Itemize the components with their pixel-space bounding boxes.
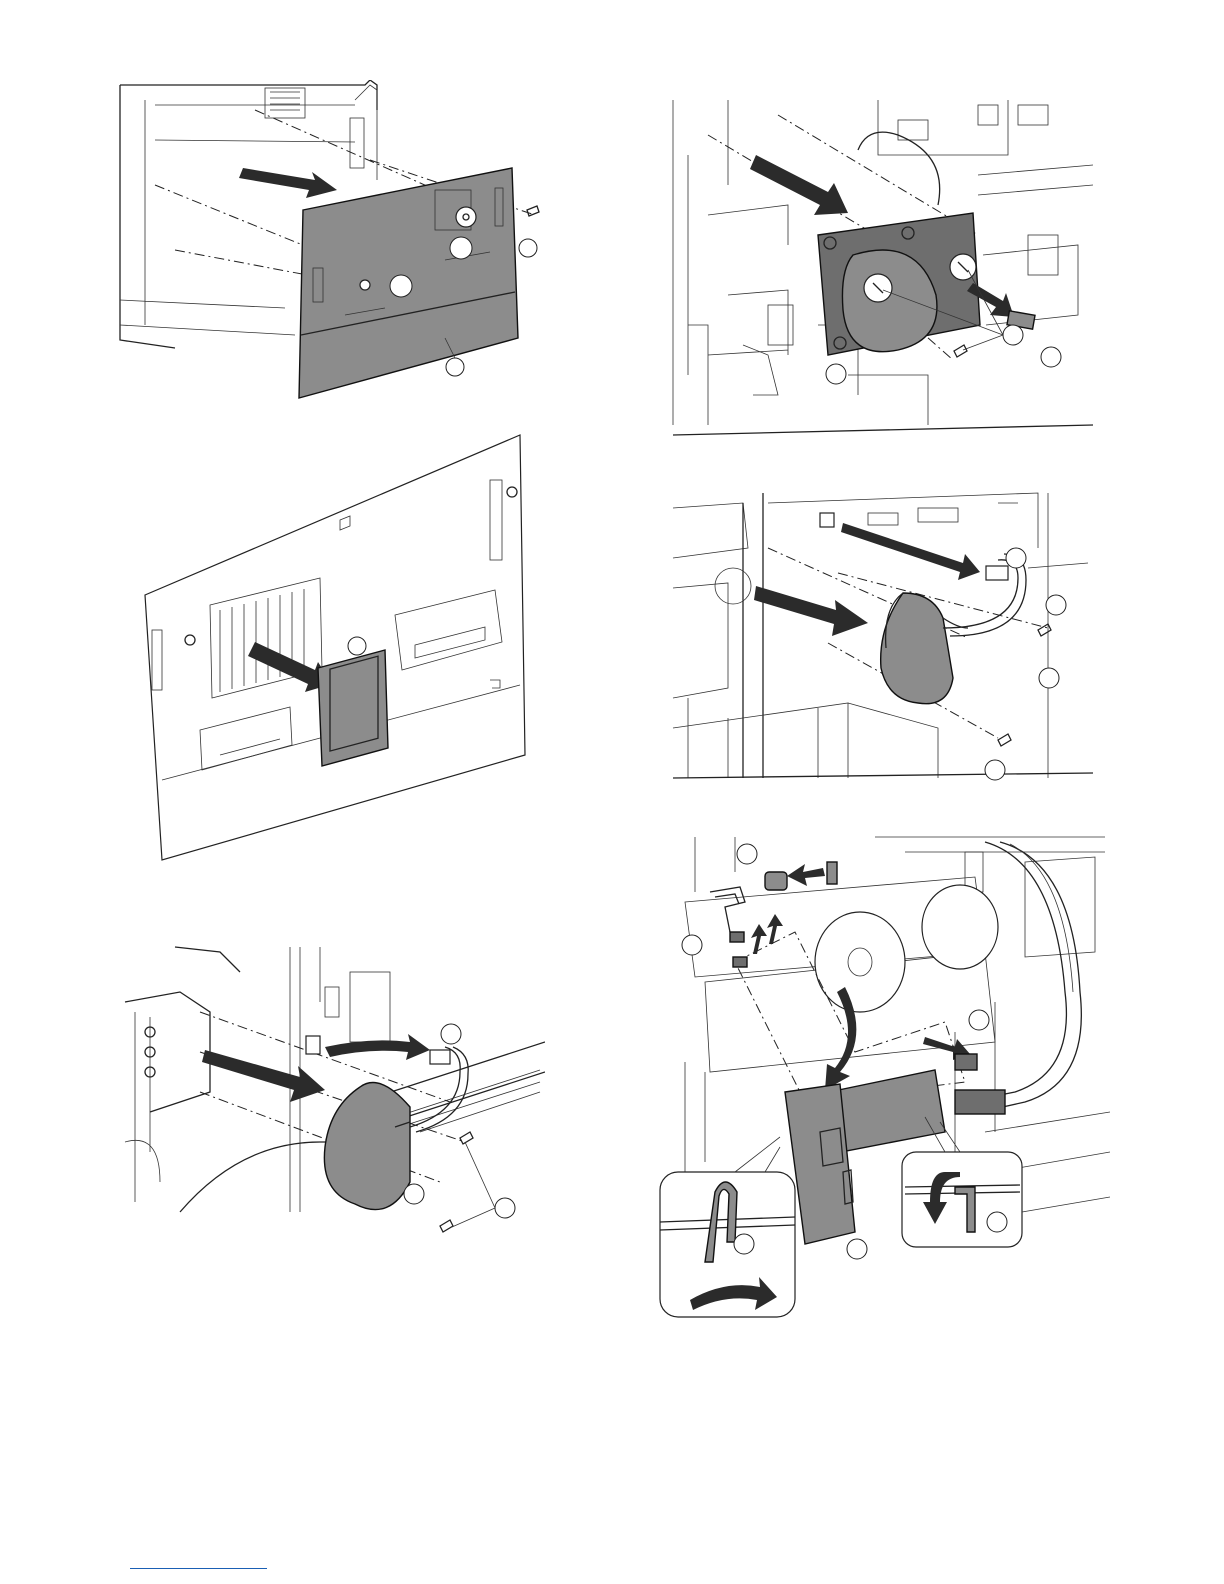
connector-icon	[820, 513, 834, 527]
arrow-icon	[239, 168, 337, 198]
connector-icon	[955, 1090, 1005, 1114]
screw-icon	[950, 254, 976, 280]
connector-icon	[955, 1054, 977, 1070]
figure-rear-cover-removal	[115, 80, 555, 410]
screw-icon	[864, 274, 892, 302]
figure-drive-motor-removal	[668, 95, 1093, 440]
connector-icon	[733, 957, 747, 967]
footer-rule	[130, 1568, 267, 1569]
arrow-icon	[841, 523, 980, 580]
screw-icon	[360, 280, 370, 290]
fan-motor	[881, 593, 968, 704]
arrow-icon	[754, 586, 868, 636]
fan-motor	[324, 1083, 410, 1210]
drive-motor	[818, 213, 980, 355]
screw-icon	[527, 206, 539, 216]
connector-icon	[430, 1050, 450, 1064]
arrow-icon	[750, 155, 848, 215]
connector-icon	[986, 566, 1008, 580]
screw-icon	[998, 734, 1011, 746]
figure-fan-motor-removal-left	[120, 942, 545, 1234]
screw-icon	[954, 345, 967, 357]
arrow-icon	[325, 1034, 430, 1060]
hook-detail-icon	[660, 1172, 795, 1317]
screw-icon	[460, 1132, 473, 1144]
connector-icon	[306, 1036, 320, 1054]
figure-pwb-module-removal	[140, 430, 530, 865]
arrow-icon	[787, 864, 825, 886]
figure-harness-bracket-removal	[655, 832, 1110, 1324]
arrow-icon	[767, 914, 783, 944]
figure-fan-motor-removal-right	[668, 488, 1093, 783]
connector-icon	[730, 932, 744, 942]
screw-icon	[440, 1220, 453, 1232]
hook-detail-icon	[902, 1152, 1022, 1247]
screw-icon	[456, 207, 476, 227]
arrow-icon	[202, 1050, 325, 1102]
